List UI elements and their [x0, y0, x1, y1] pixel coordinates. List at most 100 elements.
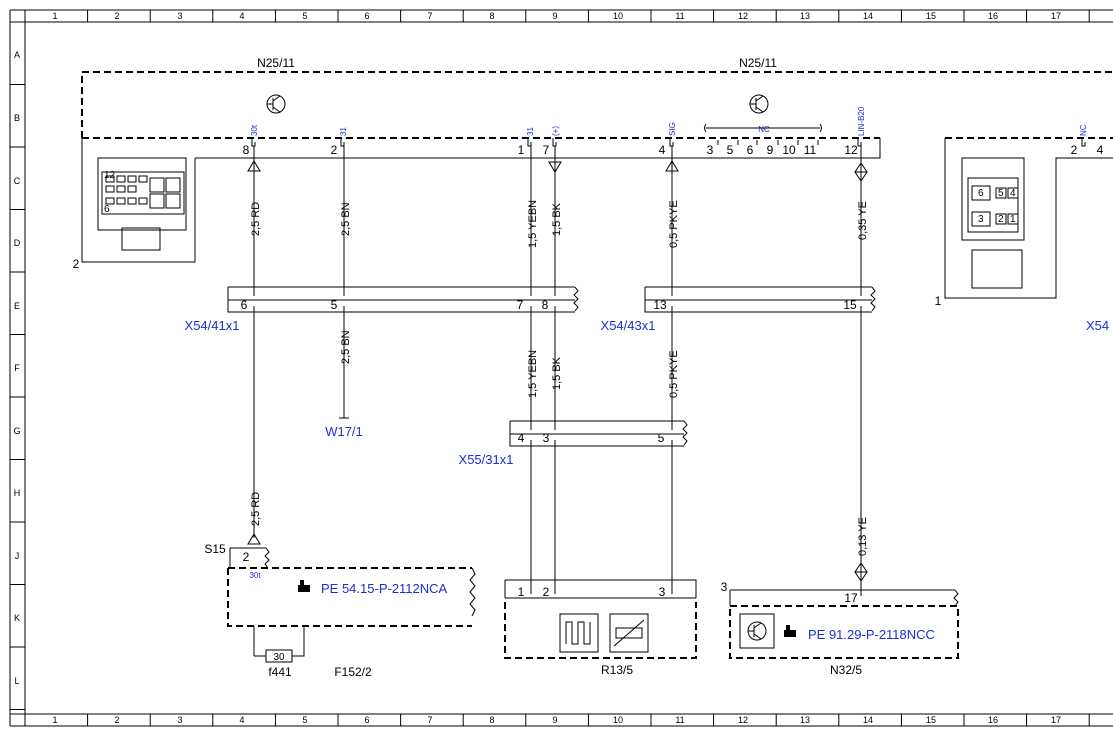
grid-col-label: 4	[239, 11, 244, 21]
grid-col-label: 14	[863, 715, 873, 725]
grid-col-label: 17	[1051, 11, 1061, 21]
pin-1: 1	[518, 143, 525, 157]
grid-col-label: 15	[926, 715, 936, 725]
grid-row-label: D	[14, 238, 21, 248]
heater-element-icon	[559, 613, 599, 653]
housing-pin-5: 5	[998, 188, 1004, 199]
grid-row-label: B	[14, 113, 20, 123]
component-r13-5: 1 2 3 R13/5	[504, 579, 697, 677]
grid-col-label: 9	[552, 715, 557, 725]
connector-housing-icon: 6 5 4 3 2 1 1	[935, 157, 1025, 308]
pin-nc: 5	[727, 143, 734, 157]
fuse-value: 30	[273, 652, 285, 663]
signal-labels: 30t 31 31 (+) SIG NC LIN-B20 NC	[250, 106, 1088, 136]
housing-pin-4: 4	[1010, 188, 1016, 199]
grid-col-label: 3	[177, 715, 182, 725]
component-n32-5: 3 17 PE 91.29-P-2118NCC N32/5	[721, 580, 959, 677]
pin-5: 5	[331, 298, 338, 312]
switch-s15: S15 2 30t	[204, 542, 270, 580]
transistor-icon	[749, 94, 769, 114]
grid-col-label: 8	[489, 715, 494, 725]
connector-x55-31x1: 4 3 5 X55/31x1	[459, 420, 688, 467]
grid-col-label: 13	[800, 715, 810, 725]
pin-3: 3	[543, 431, 550, 445]
housing-pin-2: 2	[998, 214, 1004, 225]
grid-col-label: 7	[427, 11, 432, 21]
signal-direction-arrows	[247, 160, 868, 582]
connector-x54-41x1: 6 5 7 8 X54/41x1	[185, 286, 579, 333]
pin-5: 5	[658, 431, 665, 445]
label-s15: S15	[204, 542, 226, 556]
connector-index-2: 2	[73, 257, 80, 271]
grid-col-label: 12	[738, 11, 748, 21]
grid-row-label: K	[14, 613, 20, 623]
pin-nc: 6	[747, 143, 754, 157]
pe-reference-right: PE 91.29-P-2118NCC	[808, 627, 935, 642]
grid-col-label: 2	[114, 715, 119, 725]
label-x54-cut: X54	[1086, 318, 1109, 333]
housing-pin-3: 3	[978, 214, 984, 225]
signal-plus: (+)	[551, 126, 560, 136]
grid-col-label: 17	[1051, 715, 1061, 725]
transistor-icon	[266, 94, 286, 114]
wire-label: 0,5 PKYE	[668, 350, 680, 398]
grid-col-label: 16	[988, 715, 998, 725]
grid-col-label: 15	[926, 11, 936, 21]
wire-label: 2,5 BN	[340, 202, 352, 236]
grid-col-label: 10	[613, 715, 623, 725]
grid-row-label: E	[14, 301, 20, 311]
signal-30t: 30t	[249, 571, 261, 580]
label-r13-5: R13/5	[601, 663, 633, 677]
pe-reference-left: PE 54.15-P-2112NCA	[321, 581, 448, 596]
pin-2: 2	[543, 585, 550, 599]
wire-label: 0,35 YE	[857, 201, 869, 240]
label-f441: f441	[268, 665, 292, 679]
label-n32-5: N32/5	[830, 663, 862, 677]
grid-row-label: H	[14, 488, 21, 498]
pin-12: 12	[844, 143, 858, 157]
wire-label: 1,5 YEBN	[527, 200, 539, 248]
signal-sig: SIG	[668, 122, 677, 136]
pin-3: 3	[659, 585, 666, 599]
n25-11-label-left: N25/11	[257, 56, 295, 70]
pin-nc: 10	[782, 143, 796, 157]
grid-row-label: C	[14, 176, 21, 186]
grid-col-label: 11	[675, 715, 684, 725]
grid-col-label: 14	[863, 11, 873, 21]
housing-pin-6: 6	[104, 204, 110, 215]
grid-col-label: 11	[675, 11, 684, 21]
n25-pins: 8 2 1 7 4 3 5 6 9 10 11 12 2 4	[243, 138, 1104, 157]
hand-pointer-icon	[784, 625, 796, 637]
grid-col-label: 5	[302, 715, 307, 725]
wire-label: 1,5 BK	[551, 356, 563, 390]
grid-row-labels: A B C D E F G H J K L	[13, 50, 20, 686]
grid-row-label: G	[13, 426, 20, 436]
pin-nc: 3	[707, 143, 714, 157]
label-x54-43x1: X54/43x1	[601, 318, 656, 333]
pin-4: 4	[518, 431, 525, 445]
grid-col-label: 10	[613, 11, 623, 21]
pin-13: 13	[653, 298, 667, 312]
grid-col-label: 1	[52, 11, 57, 21]
wire-label: 2,5 RD	[250, 492, 262, 526]
grid-col-label: 6	[364, 715, 369, 725]
hand-pointer-icon	[298, 580, 310, 592]
grid-col-label: 16	[988, 11, 998, 21]
label-x54-41x1: X54/41x1	[185, 318, 240, 333]
fuse-f152-2: 30 f441 F152/2 PE 54.15-P-2112NCA	[227, 567, 476, 679]
pin-4: 4	[1097, 143, 1104, 157]
connector-x54-43x1: 13 15 X54/43x1 X54	[601, 286, 1109, 333]
grid-col-label: 13	[800, 11, 810, 21]
signal-30t: 30t	[250, 124, 259, 136]
wire-label: 1,5 YEBN	[527, 350, 539, 398]
signal-31: 31	[526, 127, 535, 136]
pin-2: 2	[243, 550, 250, 564]
transistor-icon	[739, 613, 775, 649]
grid-row-label: J	[15, 551, 20, 561]
housing-pin-1: 1	[1010, 214, 1016, 225]
pin-4: 4	[659, 143, 666, 157]
housing-pin-12: 12	[104, 170, 116, 181]
grid-col-label: 12	[738, 715, 748, 725]
grid-row-label: L	[14, 676, 19, 686]
